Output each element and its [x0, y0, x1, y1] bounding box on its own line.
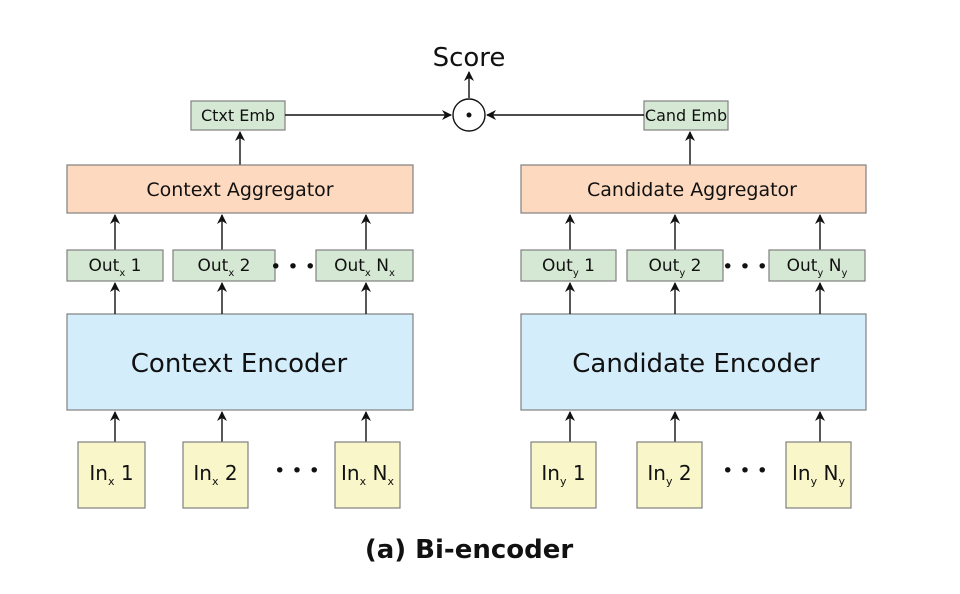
context-inputs-ellipsis: • • • [274, 460, 320, 482]
context-input-label: Inx 2 [193, 461, 237, 488]
context-input-box [334, 441, 401, 509]
context-embedding-box [190, 100, 286, 131]
candidate-embedding-label: Cand Emb [645, 106, 727, 125]
candidate-input-label: Iny Ny [792, 461, 845, 488]
context-input-box [182, 441, 249, 509]
context-output-box [66, 249, 164, 282]
candidate-output-box [520, 249, 617, 282]
candidate-inputs-ellipsis: • • • [722, 460, 768, 482]
context-output-label: Outx 2 [198, 256, 251, 279]
candidate-output-label: Outy 1 [542, 256, 595, 279]
candidate-encoder-label: Candidate Encoder [572, 349, 820, 379]
candidate-input-box [636, 441, 703, 509]
context-output-box [172, 249, 276, 282]
context-input-label: Inx Nx [341, 461, 394, 488]
context-output-label: Outx Nx [334, 256, 395, 279]
candidate-input-box [530, 441, 597, 509]
context-aggregator-label: Context Aggregator [146, 179, 333, 201]
candidate-outputs-ellipsis: • • • [722, 256, 768, 278]
candidate-input-box [785, 441, 852, 509]
candidate-output-box [768, 249, 866, 282]
context-input-box [77, 441, 146, 509]
context-aggregator-box [66, 164, 414, 214]
token-layers: Outx 1 Outx 2 Outx Nx Inx 1 Inx 2 Inx Nx Outy … [66, 214, 866, 509]
candidate-aggregator-label: Candidate Aggregator [587, 179, 797, 201]
candidate-input-label: Iny 1 [541, 461, 585, 488]
context-outputs-ellipsis: • • • [270, 256, 316, 278]
dot-product-icon [466, 112, 472, 118]
candidate-aggregator-box [520, 164, 867, 214]
context-input-label: Inx 1 [89, 461, 133, 488]
candidate-encoder-box [520, 313, 867, 411]
candidate-output-box [626, 249, 724, 282]
context-output-label: Outx 1 [89, 256, 142, 279]
score-label: Score [433, 43, 506, 73]
candidate-input-label: Iny 2 [647, 461, 691, 488]
context-encoder-label: Context Encoder [131, 349, 348, 379]
candidate-output-label: Outy 2 [649, 256, 702, 279]
context-encoder-box [66, 313, 414, 411]
figure-caption: (a) Bi-encoder [365, 535, 574, 565]
candidate-output-label: Outy Ny [787, 256, 848, 279]
context-output-box [315, 249, 414, 282]
context-embedding-label: Ctxt Emb [201, 106, 275, 125]
